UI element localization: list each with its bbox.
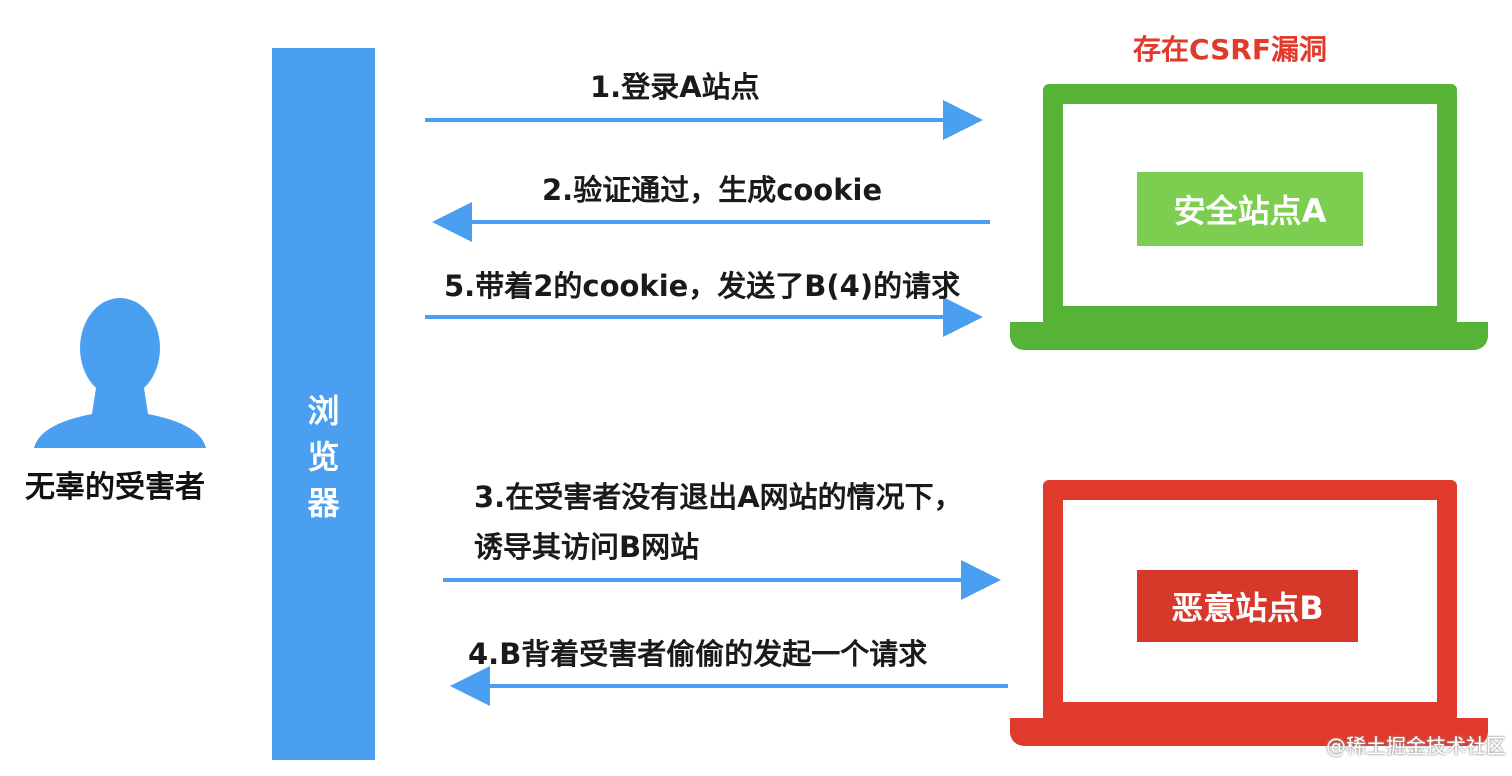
site-a-laptop-screen bbox=[1043, 84, 1457, 326]
step-2-label: 2.验证通过，生成cookie bbox=[542, 173, 883, 207]
site-a-box: 安全站点A bbox=[1137, 172, 1363, 246]
watermark: @稀土掘金技术社区 bbox=[1326, 734, 1506, 758]
step-4-label: 4.B背着受害者偷偷的发起一个请求 bbox=[468, 637, 928, 671]
person-icon bbox=[34, 298, 206, 448]
site-b-laptop-screen bbox=[1043, 480, 1457, 722]
victim-label: 无辜的受害者 bbox=[25, 470, 205, 505]
browser-bar: 浏 览 器 bbox=[272, 48, 375, 760]
browser-label: 浏 览 器 bbox=[307, 392, 340, 522]
step-3-label: 3.在受害者没有退出A网站的情况下，诱导其访问B网站 bbox=[474, 480, 963, 564]
site-b-laptop-base bbox=[1010, 718, 1488, 746]
step-5-label: 5.带着2的cookie，发送了B(4)的请求 bbox=[444, 269, 961, 303]
vulnerability-label: 存在CSRF漏洞 bbox=[1133, 33, 1327, 66]
site-b-box: 恶意站点B bbox=[1137, 570, 1358, 642]
step-1-label: 1.登录A站点 bbox=[590, 70, 760, 104]
site-a-laptop-base bbox=[1010, 322, 1488, 350]
